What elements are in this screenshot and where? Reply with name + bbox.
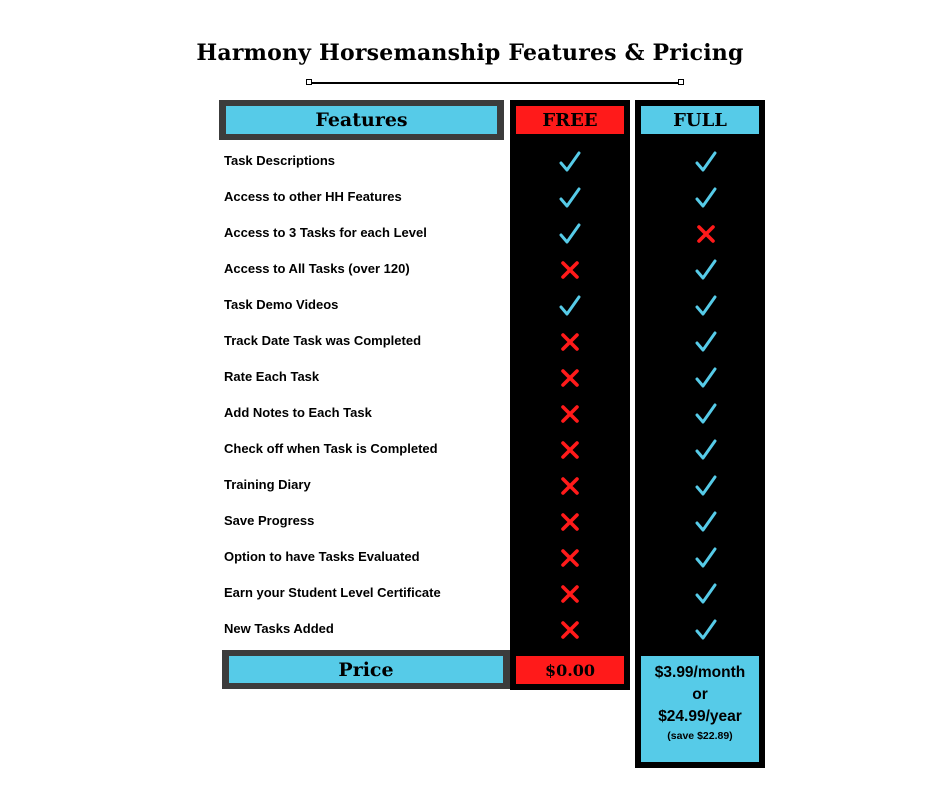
free-cross-icon [558,582,582,606]
free-cross-icon [558,546,582,570]
full-check-icon [694,618,718,642]
feature-label: Task Demo Videos [224,297,339,312]
full-price-yearly: $24.99/year [658,708,742,725]
free-cross-icon [558,366,582,390]
feature-label: Earn your Student Level Certificate [224,585,441,600]
full-check-icon [694,294,718,318]
full-cross-icon [694,222,718,246]
free-cross-icon [558,258,582,282]
features-header: Features [219,100,504,140]
full-check-icon [694,186,718,210]
price-header: Price [222,650,510,689]
free-cross-icon [558,474,582,498]
feature-label: Check off when Task is Completed [224,441,438,456]
free-price-box: $0.00 [510,650,630,690]
free-check-icon [558,294,582,318]
full-check-icon [694,150,718,174]
divider-right-end [678,79,684,85]
feature-label: Access to 3 Tasks for each Level [224,225,427,240]
free-header: FREE [516,106,624,134]
feature-label: New Tasks Added [224,621,334,636]
full-check-icon [694,582,718,606]
page-title: Harmony Horsemanship Features & Pricing [196,40,744,66]
full-price-box: $3.99/month or $24.99/year (save $22.89) [641,656,759,762]
feature-label: Rate Each Task [224,369,320,384]
title-divider [309,82,681,84]
full-price-monthly: $3.99/month [654,664,746,681]
feature-label: Add Notes to Each Task [224,405,372,420]
full-check-icon [694,474,718,498]
free-cross-icon [558,618,582,642]
price-label: Price [229,656,503,683]
feature-label: Save Progress [224,513,315,528]
feature-label: Access to All Tasks (over 120) [224,261,410,276]
full-check-icon [694,438,718,462]
free-check-icon [558,186,582,210]
free-cross-icon [558,330,582,354]
free-cross-icon [558,402,582,426]
full-header: FULL [641,106,759,134]
feature-label: Task Descriptions [224,153,336,168]
free-check-icon [558,150,582,174]
full-check-icon [694,258,718,282]
divider-left-end [306,79,312,85]
full-check-icon [694,546,718,570]
full-check-icon [694,330,718,354]
free-cross-icon [558,438,582,462]
full-check-icon [694,510,718,534]
free-cross-icon [558,510,582,534]
feature-label: Option to have Tasks Evaluated [224,549,420,564]
full-check-icon [694,366,718,390]
free-price: $0.00 [516,656,624,684]
full-price-or: or [692,686,708,703]
features-header-label: Features [226,106,497,134]
feature-label: Training Diary [224,477,311,492]
feature-label: Access to other HH Features [224,189,402,204]
free-check-icon [558,222,582,246]
feature-label: Track Date Task was Completed [224,333,422,348]
full-check-icon [694,402,718,426]
full-price-savings: (save $22.89) [667,730,733,742]
